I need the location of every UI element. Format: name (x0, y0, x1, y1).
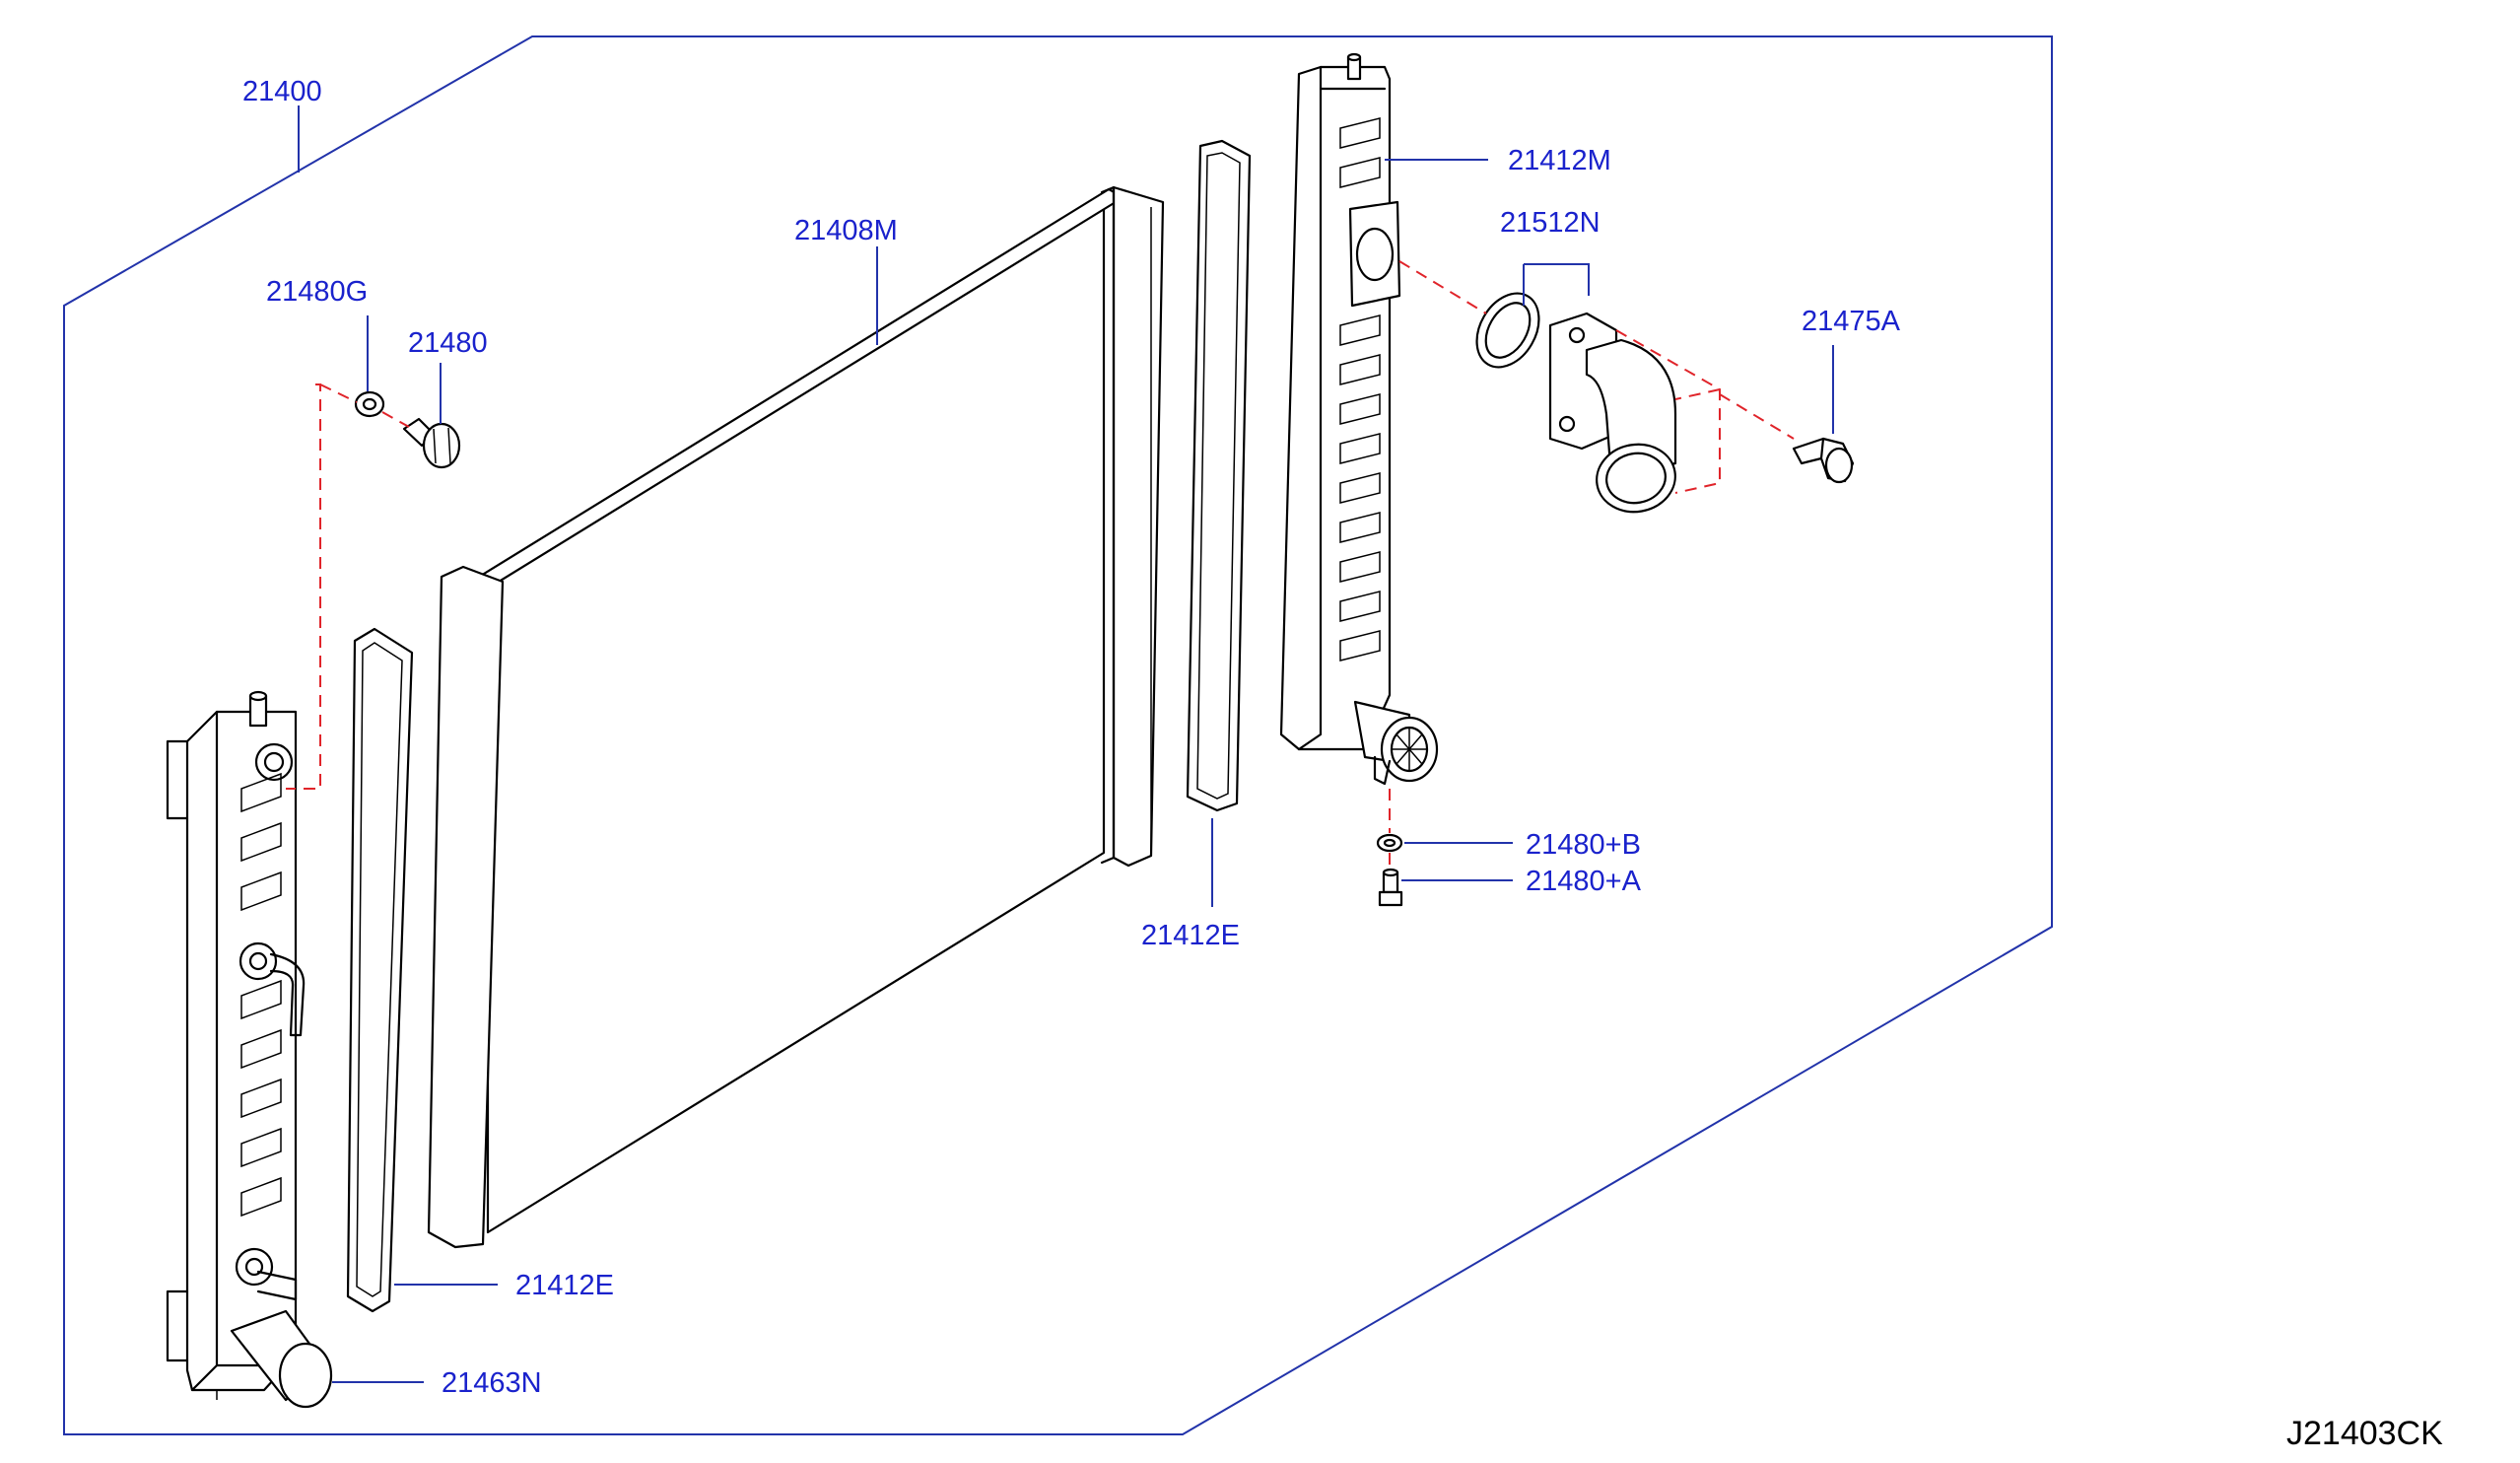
part-label-21400: 21400 (242, 76, 322, 107)
right-gasket-inner (1196, 152, 1241, 800)
guide-bolt (1719, 393, 1795, 440)
water-outlet-drawing (1475, 292, 1677, 514)
right-gasket-drawing (1186, 139, 1252, 812)
part-label-21412E-left: 21412E (515, 1270, 614, 1301)
part-label-21512N: 21512N (1500, 207, 1601, 239)
left-tank-drawing (166, 690, 333, 1409)
assembly-frame (63, 35, 2053, 1435)
part-label-21412M: 21412M (1508, 145, 1611, 176)
part-label-21480A: 21480+A (1526, 866, 1642, 897)
part-label-21480B: 21480+B (1526, 829, 1641, 861)
left-gasket-drawing (346, 627, 414, 1313)
guide-left-washer (319, 383, 410, 428)
drain-parts-drawing (354, 390, 461, 469)
drain-parts-right-drawing (1376, 833, 1403, 907)
part-label-21480G: 21480G (266, 276, 368, 308)
part-label-21475A: 21475A (1802, 306, 1901, 337)
part-label-21408M: 21408M (794, 215, 898, 246)
guide-left-drain (286, 383, 321, 790)
guide-outlet-box (1615, 329, 1721, 494)
bolt-drawing (1792, 437, 1855, 484)
part-label-21463N: 21463N (442, 1367, 542, 1399)
guide-outlet (1398, 260, 1487, 314)
part-label-21412E-right: 21412E (1141, 920, 1240, 951)
leader-21512N (1523, 263, 1590, 306)
diagram-code: J21403CK (2286, 1415, 2443, 1452)
part-label-21480: 21480 (408, 327, 488, 359)
core-drawing (427, 185, 1165, 1249)
right-tank-drawing (1279, 52, 1439, 786)
left-gasket-inner (356, 642, 403, 1297)
